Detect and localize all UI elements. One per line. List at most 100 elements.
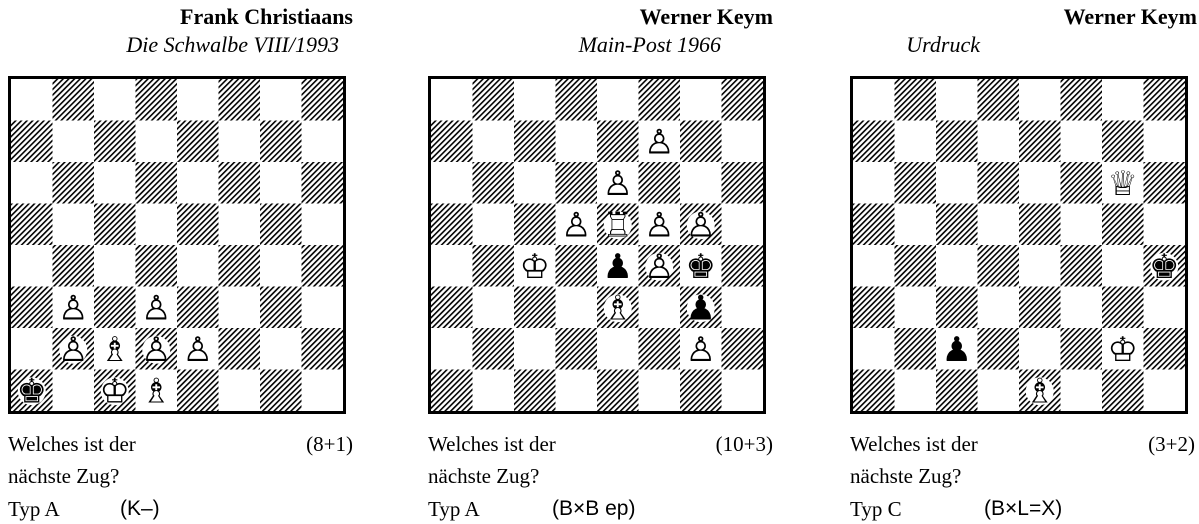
dark-square [680, 121, 722, 163]
white-bishop-icon: ♗ [603, 288, 633, 328]
light-square [514, 162, 556, 204]
source: Die Schwalbe VIII/1993 [126, 32, 339, 58]
light-square [936, 79, 978, 121]
dark-square [853, 370, 895, 412]
dark-square [514, 287, 556, 329]
light-square [136, 121, 178, 163]
light-square [219, 287, 261, 329]
white-pawn-icon: ♙ [141, 288, 171, 328]
light-square [260, 245, 302, 287]
white-pawn-icon: ♙ [644, 205, 674, 245]
dark-square [895, 328, 937, 370]
white-king-icon: ♔ [1108, 330, 1138, 370]
source: Main-Post 1966 [579, 32, 721, 58]
dark-square [431, 287, 473, 329]
problem-type: Typ A [8, 497, 60, 522]
light-square [556, 287, 598, 329]
dark-square [1102, 287, 1144, 329]
white-rook-icon: ♖ [603, 205, 633, 245]
light-square [1019, 79, 1061, 121]
dark-square [722, 328, 764, 370]
white-pawn-icon: ♙ [141, 330, 171, 370]
black-king-icon: ♚ [1149, 247, 1179, 287]
problem-type: Typ A [428, 497, 480, 522]
dark-square [680, 370, 722, 412]
light-square [597, 328, 639, 370]
dark-square [219, 162, 261, 204]
light-square [680, 162, 722, 204]
light-square [639, 370, 681, 412]
dark-square [473, 245, 515, 287]
white-queen-icon: ♕ [1108, 164, 1138, 204]
dark-square [853, 121, 895, 163]
dark-square [556, 328, 598, 370]
question-line-1: Welches ist der [428, 432, 556, 457]
dark-square [219, 245, 261, 287]
dark-square [302, 79, 344, 121]
light-square [895, 287, 937, 329]
light-square [302, 370, 344, 412]
dark-square [302, 245, 344, 287]
question-line-1: Welches ist der [850, 432, 978, 457]
light-square [1019, 245, 1061, 287]
dark-square [978, 245, 1020, 287]
light-square [1144, 287, 1186, 329]
light-square [556, 121, 598, 163]
move-hint: (B×L=X) [984, 497, 1062, 521]
light-square [514, 79, 556, 121]
white-pawn-icon: ♙ [686, 330, 716, 370]
light-square [473, 121, 515, 163]
chessboard: ♕♚♟♔♗ [850, 76, 1188, 414]
dark-square [11, 121, 53, 163]
dark-square [1102, 204, 1144, 246]
dark-square [639, 162, 681, 204]
dark-square [978, 328, 1020, 370]
light-square [260, 328, 302, 370]
dark-square [431, 204, 473, 246]
dark-square [177, 370, 219, 412]
light-square [1102, 245, 1144, 287]
light-square [895, 204, 937, 246]
light-square [177, 162, 219, 204]
dark-square [431, 121, 473, 163]
light-square [302, 287, 344, 329]
white-pawn-icon: ♙ [561, 205, 591, 245]
light-square [431, 79, 473, 121]
dark-square [556, 79, 598, 121]
light-square [302, 121, 344, 163]
light-square [978, 287, 1020, 329]
question-line-2: nächste Zug? [428, 464, 539, 489]
dark-square [94, 204, 136, 246]
light-square [1102, 79, 1144, 121]
white-pawn-icon: ♙ [686, 205, 716, 245]
dark-square [556, 245, 598, 287]
problem-1: Frank Christiaans Die Schwalbe VIII/1993… [8, 0, 353, 524]
dark-square [94, 287, 136, 329]
dark-square [11, 204, 53, 246]
light-square [722, 370, 764, 412]
dark-square [597, 121, 639, 163]
light-square [94, 79, 136, 121]
dark-square [1019, 204, 1061, 246]
light-square [219, 204, 261, 246]
dark-square [260, 370, 302, 412]
light-square [11, 328, 53, 370]
light-square [978, 370, 1020, 412]
dark-square [556, 162, 598, 204]
light-square [1061, 287, 1103, 329]
light-square [978, 204, 1020, 246]
problem-2: Werner Keym Main-Post 1966 ♙♙♙♖♙♙♔♟♙♚♗♟♙… [428, 0, 773, 524]
light-square [936, 162, 978, 204]
light-square [722, 287, 764, 329]
dark-square [936, 121, 978, 163]
dark-square [1144, 328, 1186, 370]
light-square [53, 370, 95, 412]
light-square [639, 287, 681, 329]
dark-square [853, 287, 895, 329]
dark-square [514, 121, 556, 163]
light-square [1144, 370, 1186, 412]
dark-square [177, 121, 219, 163]
dark-square [177, 287, 219, 329]
dark-square [895, 245, 937, 287]
chessboard: ♚♔♗♙♗♙♙♙♙ [8, 76, 346, 414]
